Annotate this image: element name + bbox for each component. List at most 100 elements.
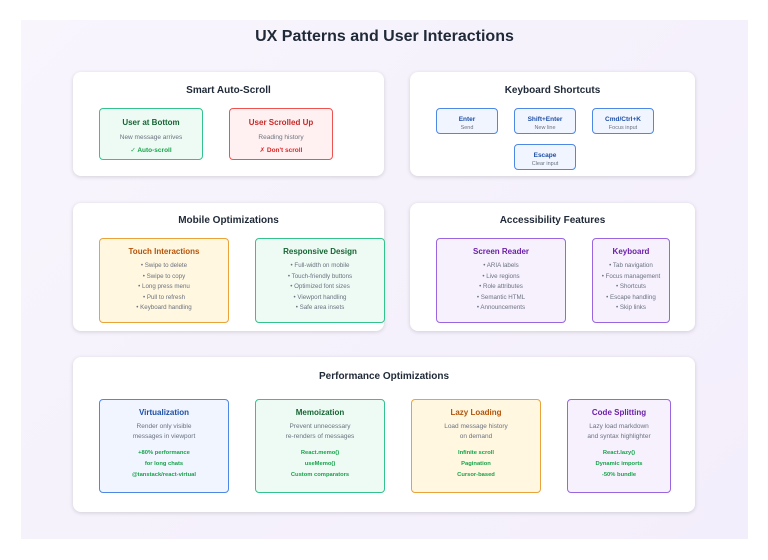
user-scrolled-up-desc: Reading history	[258, 134, 304, 141]
desc-line: Render only visible	[136, 423, 192, 430]
note-line: +80% performance	[138, 450, 190, 456]
auto-scroll-status: ✓ Auto-scroll	[130, 146, 172, 154]
shortcut-escape: Escape Clear input	[514, 144, 576, 170]
note-line: Cursor-based	[457, 472, 495, 478]
list-item: • Pull to refresh	[142, 293, 186, 301]
shortcut-key: Enter	[458, 116, 476, 123]
responsive-design-list: • Full-width on mobile • Touch-friendly …	[288, 261, 352, 314]
keyboard-shortcuts-title: Keyboard Shortcuts	[504, 85, 601, 96]
screen-reader-card: Screen Reader • ARIA labels • Live regio…	[436, 238, 566, 323]
virtualization-notes: +80% performance for long chats @tanstac…	[132, 448, 196, 481]
screen-reader-title: Screen Reader	[472, 247, 530, 256]
list-item: • Safe area insets	[295, 304, 345, 312]
touch-interactions-card: Touch Interactions • Swipe to delete • S…	[99, 238, 229, 323]
note-line: @tanstack/react-virtual	[132, 472, 196, 478]
keyboard-list: • Tab navigation • Focus management • Sh…	[602, 261, 661, 314]
keyboard-shortcuts-section: Keyboard Shortcuts Enter Send Shift+Ente…	[410, 72, 695, 176]
shortcut-enter: Enter Send	[436, 108, 498, 134]
list-item: • Announcements	[476, 304, 526, 312]
list-item: • Tab navigation	[609, 262, 653, 269]
lazy-loading-notes: Infinite scroll Pagination Cursor-based	[457, 448, 495, 481]
shortcut-shift-enter: Shift+Enter New line	[514, 108, 576, 134]
list-item: • Viewport handling	[293, 293, 347, 301]
accessibility-title: Accessibility Features	[499, 215, 606, 226]
code-splitting-notes: React.lazy() Dynamic imports -50% bundle	[595, 448, 642, 481]
performance-title: Performance Optimizations	[318, 371, 450, 382]
responsive-design-card: Responsive Design • Full-width on mobile…	[255, 238, 385, 323]
list-item: • Semantic HTML	[476, 293, 526, 301]
user-at-bottom-desc: New message arrives	[119, 134, 183, 141]
screen-reader-list: • ARIA labels • Live regions • Role attr…	[477, 261, 525, 314]
desc-line: Lazy load markdown	[589, 423, 649, 430]
list-item: • Shortcuts	[615, 283, 646, 291]
touch-interactions-title: Touch Interactions	[128, 247, 200, 256]
note-line: React.lazy()	[602, 450, 636, 456]
memoization-desc: Prevent unnecessary re-renders of messag…	[286, 422, 355, 442]
list-item: • Escape handling	[606, 293, 656, 301]
list-item: • Role attributes	[479, 283, 523, 291]
lazy-loading-title: Lazy Loading	[450, 408, 502, 417]
desc-line: on demand	[459, 433, 493, 440]
desc-line: Load message history	[444, 423, 508, 430]
diagram-canvas: UX Patterns and User Interactions Smart …	[21, 20, 748, 539]
user-at-bottom-title: User at Bottom	[122, 118, 180, 127]
shortcut-desc: New line	[534, 125, 556, 131]
memoization-notes: React.memo() useMemo() Custom comparator…	[291, 448, 349, 481]
note-line: Pagination	[461, 461, 491, 467]
shortcut-key: Shift+Enter	[527, 116, 563, 123]
shortcut-desc: Focus input	[608, 125, 638, 131]
list-item: • Optimized font sizes	[290, 283, 350, 291]
virtualization-card: Virtualization Render only visible messa…	[99, 399, 229, 493]
list-item: • Focus management	[601, 272, 661, 280]
user-at-bottom-card: User at Bottom New message arrives ✓ Aut…	[99, 108, 203, 160]
shortcut-cmd-k: Cmd/Ctrl+K Focus input	[592, 108, 654, 134]
code-splitting-card: Code Splitting Lazy load markdown and sy…	[567, 399, 671, 493]
note-line: useMemo()	[304, 461, 336, 467]
shortcut-key: Cmd/Ctrl+K	[605, 116, 641, 123]
list-item: • Swipe to copy	[142, 272, 186, 280]
list-item: • Keyboard handling	[136, 304, 192, 312]
keyboard-card: Keyboard • Tab navigation • Focus manage…	[592, 238, 670, 323]
touch-interactions-list: • Swipe to delete • Swipe to copy • Long…	[136, 261, 192, 314]
list-item: • ARIA labels	[483, 262, 519, 269]
list-item: • Long press menu	[138, 283, 190, 291]
lazy-loading-desc: Load message history on demand	[444, 422, 508, 442]
responsive-design-title: Responsive Design	[283, 247, 357, 256]
note-line: for long chats	[144, 461, 184, 467]
desc-line: Prevent unnecessary	[289, 423, 351, 430]
mobile-optimizations-title: Mobile Optimizations	[178, 215, 279, 226]
code-splitting-title: Code Splitting	[591, 408, 647, 417]
shortcut-desc: Send	[460, 125, 474, 131]
memoization-title: Memoization	[295, 408, 345, 417]
list-item: • Live regions	[482, 272, 520, 280]
keyboard-title: Keyboard	[612, 247, 650, 256]
virtualization-title: Virtualization	[138, 408, 190, 417]
virtualization-desc: Render only visible messages in viewport	[133, 422, 196, 442]
note-line: -50% bundle	[601, 472, 637, 478]
performance-section: Performance Optimizations Virtualization…	[73, 357, 695, 512]
diagram-title: UX Patterns and User Interactions	[255, 28, 514, 45]
shortcut-key: Escape	[533, 152, 557, 159]
list-item: • Touch-friendly buttons	[287, 272, 353, 280]
desc-line: and syntax highlighter	[587, 433, 651, 440]
memoization-card: Memoization Prevent unnecessary re-rende…	[255, 399, 385, 493]
accessibility-section: Accessibility Features Screen Reader • A…	[410, 203, 695, 331]
desc-line: messages in viewport	[132, 433, 196, 440]
auto-scroll-section: Smart Auto-Scroll User at Bottom New mes…	[73, 72, 384, 176]
note-line: Dynamic imports	[595, 461, 643, 467]
list-item: • Swipe to delete	[140, 262, 188, 269]
lazy-loading-card: Lazy Loading Load message history on dem…	[411, 399, 541, 493]
user-scrolled-up-title: User Scrolled Up	[248, 118, 314, 127]
list-item: • Skip links	[615, 304, 646, 312]
dont-scroll-status: ✗ Don't scroll	[259, 146, 303, 154]
user-scrolled-up-card: User Scrolled Up Reading history ✗ Don't…	[229, 108, 333, 160]
note-line: Custom comparators	[290, 472, 350, 478]
note-line: React.memo()	[300, 450, 340, 456]
shortcut-desc: Clear input	[531, 161, 559, 167]
note-line: Infinite scroll	[457, 450, 495, 456]
code-splitting-desc: Lazy load markdown and syntax highlighte…	[587, 422, 650, 442]
desc-line: re-renders of messages	[285, 433, 355, 440]
list-item: • Full-width on mobile	[290, 262, 350, 269]
auto-scroll-title: Smart Auto-Scroll	[186, 85, 271, 96]
mobile-optimizations-section: Mobile Optimizations Touch Interactions …	[73, 203, 385, 331]
